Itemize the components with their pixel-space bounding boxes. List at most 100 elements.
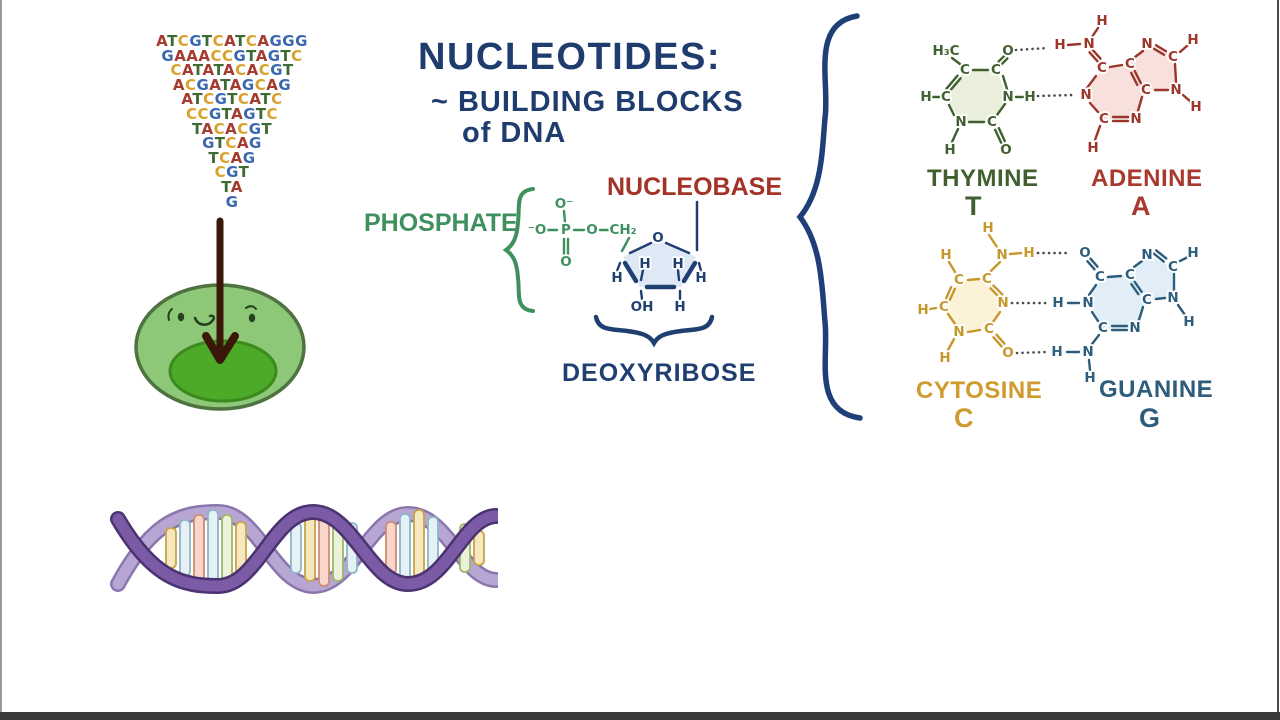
deoxyribose-sugar-ring-fill [623, 240, 696, 287]
page-subtitle-line2: of DNA [462, 117, 567, 149]
guanine-structure-atom: C [1098, 320, 1108, 336]
cytosine-structure-ring-fill [944, 279, 1003, 332]
adenine-structure-ring-fill [1130, 44, 1176, 90]
phosphate-group-atom: O [586, 222, 597, 238]
cytosine-structure-atom: H [917, 302, 928, 318]
adenine-structure-atom: H [1096, 13, 1107, 29]
thymine-structure-atom: C [991, 62, 1001, 78]
guanine-structure-atom: N [1082, 295, 1093, 311]
phosphate-group-atom: O⁻ [555, 196, 574, 212]
sequence-row: ATCGTCATCAGGG [156, 32, 308, 50]
phosphate-group-atom: ⁻O [528, 222, 547, 238]
adenine-structure-atom: N [1141, 36, 1152, 52]
thymine-structure-atom: N [1002, 89, 1013, 105]
thymine-structure-ring-fill [946, 70, 1008, 122]
thymine-structure-atom: C [941, 89, 951, 105]
sequence-row: ACGATAGCAG [172, 75, 292, 94]
cytosine-structure-atom: C [984, 321, 994, 337]
adenine-structure-atom: N [1080, 87, 1091, 103]
cytosine-letter: C [954, 403, 974, 433]
adenine-label: ADENINE [1091, 165, 1203, 192]
guanine-structure-atom: N [1129, 320, 1140, 336]
cytosine-structure-atom: C [954, 272, 964, 288]
adenine-structure-atom: H [1054, 37, 1065, 53]
cell-mouth [193, 314, 216, 326]
thymine-label: THYMINE [927, 165, 1039, 192]
guanine-structure-atom: C [1095, 269, 1105, 285]
deoxyribose-sugar-atom: H [639, 256, 650, 272]
thymine-structure-atom: C [960, 62, 970, 78]
thymine-structure-atom: N [955, 114, 966, 130]
cytosine-label: CYTOSINE [916, 377, 1043, 404]
arrow-down-icon [202, 217, 239, 364]
adenine-structure-atom: C [1097, 60, 1107, 76]
adenine-structure-atom: C [1141, 82, 1151, 98]
sequence-row: TACACGT [191, 119, 273, 138]
cytosine-structure-atom: O [1002, 345, 1013, 361]
deoxyribose-sugar-atom: OH [631, 299, 654, 315]
nucleobase-label: NUCLEOBASE [607, 173, 783, 201]
guanine-structure-atom: C [1142, 292, 1152, 308]
guanine-structure-atom: C [1168, 259, 1178, 275]
deoxyribose-sugar-atom: H [672, 256, 683, 272]
adenine-structure-ring-fill [1086, 64, 1146, 119]
guanine-structure-atom: H [1084, 370, 1095, 386]
guanine-structure-atom: N [1082, 344, 1093, 360]
frame-left-edge [0, 0, 2, 712]
guanine-structure-atom: H [1187, 245, 1198, 261]
guanine-structure-ring-fill [1088, 275, 1147, 328]
deoxyribose-brace [593, 314, 715, 348]
guanine-structure-atom: O [1079, 245, 1090, 261]
adenine-structure-atom: N [1083, 36, 1094, 52]
base-pairs-brace [796, 13, 863, 421]
page-title: NUCLEOTIDES: [418, 36, 721, 78]
phosphate-group-atom: CH₂ [609, 222, 636, 238]
cell-illustration [134, 283, 306, 411]
adenine-letter: A [1131, 191, 1151, 221]
cytosine-structure-atom: H [939, 350, 950, 366]
dna-helix-illustration [110, 503, 498, 595]
adenine-structure-atom: C [1099, 111, 1109, 127]
sequence-row: CCGTAGTC [185, 104, 279, 123]
frame-right-edge [1277, 0, 1279, 712]
guanine-structure-ring-fill [1130, 255, 1173, 300]
guanine-letter: G [1139, 403, 1161, 433]
deoxyribose-label: DEOXYRIBOSE [562, 359, 757, 387]
thymine-structure-atom: O [1000, 142, 1011, 158]
hydrogen-bond-dots [1015, 350, 1049, 355]
adenine-structure-atom: N [1170, 82, 1181, 98]
phosphate-label: PHOSPHATE [364, 209, 518, 237]
sequence-row: TA [221, 177, 243, 196]
deoxyribose-sugar-atom: O [652, 230, 663, 246]
cytosine-structure-atom: N [997, 295, 1008, 311]
phosphate-brace [502, 187, 535, 313]
page-subtitle-line1: ~ BUILDING BLOCKS [431, 86, 744, 118]
thymine-structure-atom: H [920, 89, 931, 105]
sequence-row: GTCAG [202, 134, 262, 153]
phosphate-group-atom: O [560, 254, 571, 270]
cytosine-structure-atom: H [982, 220, 993, 236]
guanine-structure-atom: H [1183, 314, 1194, 330]
hydrogen-bond-dots [1014, 46, 1050, 52]
adenine-structure-atom: H [1187, 32, 1198, 48]
thymine-structure-atom: H [944, 142, 955, 158]
thymine-structure-atom: H₃C [932, 43, 959, 59]
thymine-structure-atom: H [1024, 89, 1035, 105]
thymine-structure-atom: C [987, 114, 997, 130]
cytosine-structure-atom: H [940, 247, 951, 263]
cytosine-structure-atom: C [939, 299, 949, 315]
thymine-letter: T [965, 191, 982, 221]
adenine-structure-atom: H [1190, 99, 1201, 115]
deoxyribose-sugar-atom: H [695, 270, 706, 286]
adenine-structure-atom: C [1168, 49, 1178, 65]
cytosine-structure-atom: H [1023, 245, 1034, 261]
guanine-label: GUANINE [1099, 376, 1214, 403]
thymine-structure-atom: O [1002, 43, 1013, 59]
cytosine-structure-atom: N [953, 324, 964, 340]
sequence-row: GAAACCGTAGTC [161, 46, 303, 65]
guanine-structure-atom: H [1052, 295, 1063, 311]
guanine-structure-atom: N [1141, 247, 1152, 263]
sequence-row: CATATACACGT [170, 61, 294, 80]
